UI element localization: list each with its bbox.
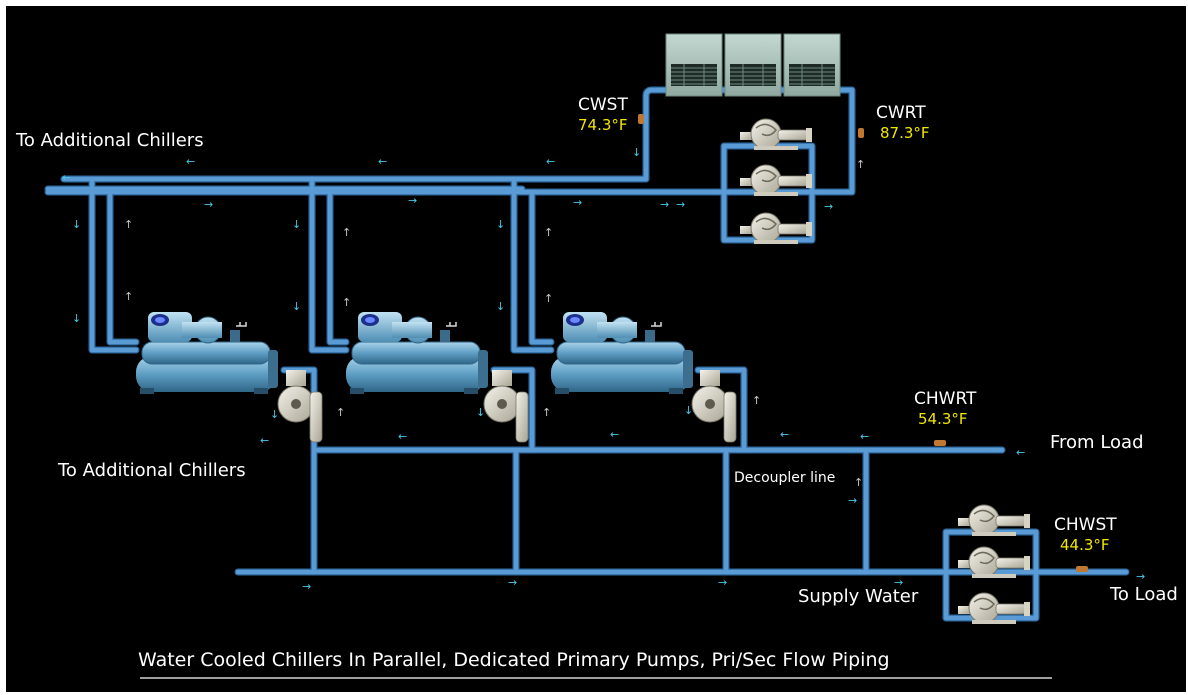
diagram-canvas: ← ← ← ← → → → → → → ↓ ↓ ↓ ↓ ↓ ↓ ↓ ↓ ↓ ↓ … [6,6,1186,692]
decoupler-line-label: Decoupler line [734,470,835,486]
chillers[interactable] [135,311,694,395]
primary-pump-2-icon [483,369,529,443]
from-load-label: From Load [1050,432,1144,453]
flow-arrow-up: ↑ [752,394,761,407]
chwrt-sensor-icon [934,440,946,446]
chiller-2-icon [345,311,489,395]
return-arrows: ↑ ↑ ↑ ↑ ↑ ↑ ↑ ↑ ↑ ↑ ↑ [124,158,865,489]
chiller-1-icon [135,311,279,395]
flow-arrow-up: ↑ [854,476,863,489]
flow-arrow-down: ↓ [632,146,641,159]
diagram-labels: To Additional Chillers To Additional Chi… [15,95,1178,679]
cooling-tower-cell-icon [665,33,723,97]
primary-pump-3-icon [691,369,737,443]
cwst-label: CWST [578,95,628,115]
cwrt-label: CWRT [876,103,926,123]
condenser-pumps[interactable] [739,118,813,245]
flow-arrow-left: ← [62,171,71,184]
flow-arrow-left: ← [260,434,269,447]
flow-arrow-up: ↑ [342,226,351,239]
sensor-markers [638,114,1088,572]
cwst-sensor-icon [638,114,644,124]
flow-arrow-up: ↑ [336,406,345,419]
supply-water-label: Supply Water [798,586,919,607]
flow-arrow-right: → [204,198,213,211]
flow-arrow-right: → [660,198,669,211]
flow-arrow-down: ↓ [292,218,301,231]
flow-arrow-up: ↑ [124,218,133,231]
to-additional-chillers-bottom-label: To Additional Chillers [57,460,246,481]
flow-arrow-up: ↑ [544,292,553,305]
flow-arrow-left: ← [780,428,789,441]
flow-arrow-right: → [676,198,685,211]
flow-arrow-right: → [824,200,833,213]
flow-arrow-up: ↑ [856,158,865,171]
chwst-value: 44.3°F [1060,536,1110,554]
flow-arrow-left: ← [860,430,869,443]
chwst-sensor-icon [1076,566,1088,572]
flow-arrow-right: → [1136,570,1145,583]
flow-arrow-left: ← [186,155,195,168]
cwrt-sensor-icon [858,128,864,138]
to-additional-chillers-top-label: To Additional Chillers [15,130,204,151]
flow-arrow-up: ↑ [544,226,553,239]
flow-arrow-down: ↓ [496,300,505,313]
flow-arrow-left: ← [378,155,387,168]
flow-arrow-right: → [508,576,517,589]
flow-arrow-down: ↓ [270,408,279,421]
flow-arrow-up: ↑ [124,290,133,303]
flow-arrow-down: ↓ [476,406,485,419]
flow-arrow-up: ↑ [542,406,551,419]
cwst-value: 74.3°F [578,116,628,134]
flow-arrow-up: ↑ [342,296,351,309]
cwrt-value: 87.3°F [880,124,930,142]
chwst-label: CHWST [1054,515,1117,535]
flow-arrow-down: ↓ [684,404,693,417]
piping-diagram: ← ← ← ← → → → → → → ↓ ↓ ↓ ↓ ↓ ↓ ↓ ↓ ↓ ↓ … [15,33,1178,679]
to-load-label: To Load [1109,584,1178,605]
secondary-pumps[interactable] [957,504,1031,625]
flow-arrow-right: → [894,576,903,589]
flow-arrow-left: ← [546,155,555,168]
flow-arrow-down: ↓ [72,218,81,231]
diagram-caption: Water Cooled Chillers In Parallel, Dedic… [138,649,890,671]
flow-arrow-left: ← [610,428,619,441]
cooling-tower-cell-icon [724,33,782,97]
flow-arrow-left: ← [398,430,407,443]
chiller-3-icon [550,311,694,395]
flow-arrow-right: → [718,576,727,589]
flow-arrow-left: ← [1016,446,1025,459]
flow-arrows: ← ← ← ← → → → → → → ↓ ↓ ↓ ↓ ↓ ↓ ↓ ↓ ↓ ↓ … [62,146,1145,593]
flow-arrow-right: → [302,580,311,593]
chwrt-label: CHWRT [914,389,977,409]
flow-arrow-right: → [408,194,417,207]
cooling-tower[interactable] [665,33,841,97]
flow-arrow-down: ↓ [496,218,505,231]
cooling-tower-cell-icon [783,33,841,97]
flow-arrow-down: ↓ [292,300,301,313]
flow-arrow-right: → [848,494,857,507]
flow-arrow-right: → [573,196,582,209]
chwrt-value: 54.3°F [918,410,968,428]
flow-arrow-down: ↓ [72,312,81,325]
